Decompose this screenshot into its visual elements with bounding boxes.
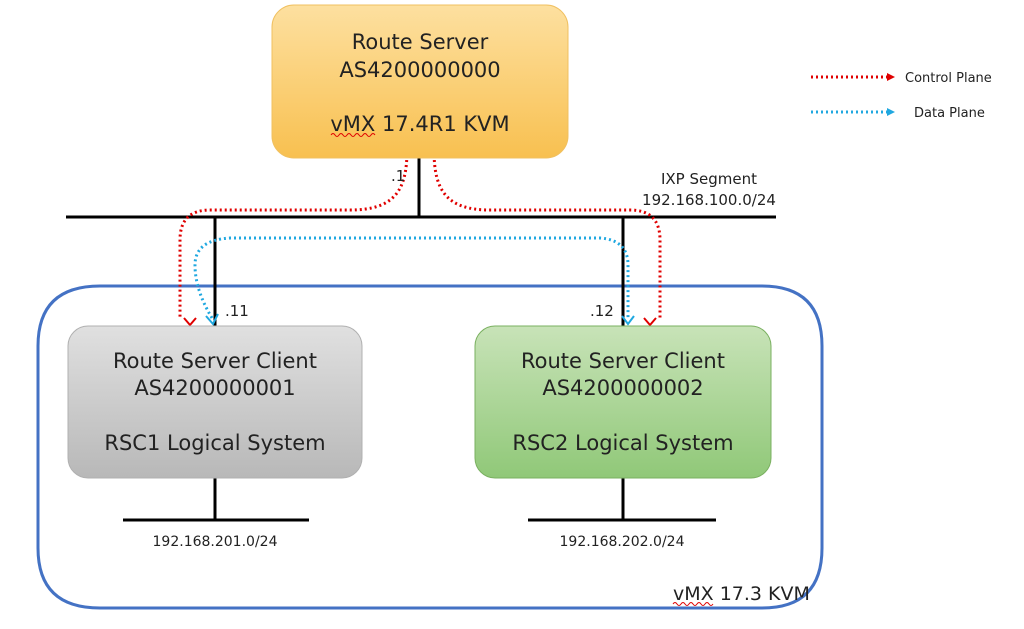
data-arrow-down-rsc2 — [621, 315, 635, 326]
rsc2-lan-subnet: 192.168.202.0/24 — [560, 534, 685, 550]
data-plane-path — [193, 236, 630, 319]
rsc1-logical-system: RSC1 Logical System — [104, 431, 325, 455]
rsc2-title: Route Server Client — [521, 349, 725, 373]
rsc1-lan-subnet: 192.168.201.0/24 — [153, 534, 278, 550]
rsc1-asn: AS4200000001 — [134, 376, 295, 400]
route-server-platform: vMX 17.4R1 KVM — [330, 112, 509, 136]
ixp-segment-label: IXP Segment — [661, 170, 757, 188]
control-plane-path-rsc1 — [178, 149, 409, 318]
host-boundary — [36, 284, 824, 610]
route-server-box — [271, 4, 569, 159]
host-platform-label: vMX 17.3 KVM — [673, 583, 810, 605]
spellcheck-underline-vmx-rs — [330, 133, 376, 137]
rsc2-address-label: .12 — [590, 302, 614, 320]
control-arrow-down-rsc1 — [183, 317, 197, 327]
legend-data-arrow — [887, 108, 895, 116]
rsc2-box — [474, 325, 772, 479]
rsc1-box — [67, 325, 363, 479]
control-plane-path-rsc2 — [432, 149, 662, 318]
rsc2-logical-system: RSC2 Logical System — [512, 431, 733, 455]
control-arrow-down-rsc2 — [643, 317, 657, 327]
ixp-segment-subnet: 192.168.100.0/24 — [642, 191, 776, 209]
legend-control-label: Control Plane — [905, 71, 992, 86]
route-server-title: Route Server — [352, 30, 489, 54]
data-arrow-down-rsc1 — [205, 313, 219, 326]
route-server-asn: AS4200000000 — [339, 58, 500, 82]
legend-data-label: Data Plane — [914, 106, 985, 121]
legend-control-arrow — [887, 73, 895, 81]
rsc1-title: Route Server Client — [113, 349, 317, 373]
spellcheck-underline-vmx-host — [672, 602, 714, 606]
rsc1-address-label: .11 — [225, 302, 249, 320]
rsc2-asn: AS4200000002 — [542, 376, 703, 400]
rs-address-label: .1 — [391, 167, 405, 185]
